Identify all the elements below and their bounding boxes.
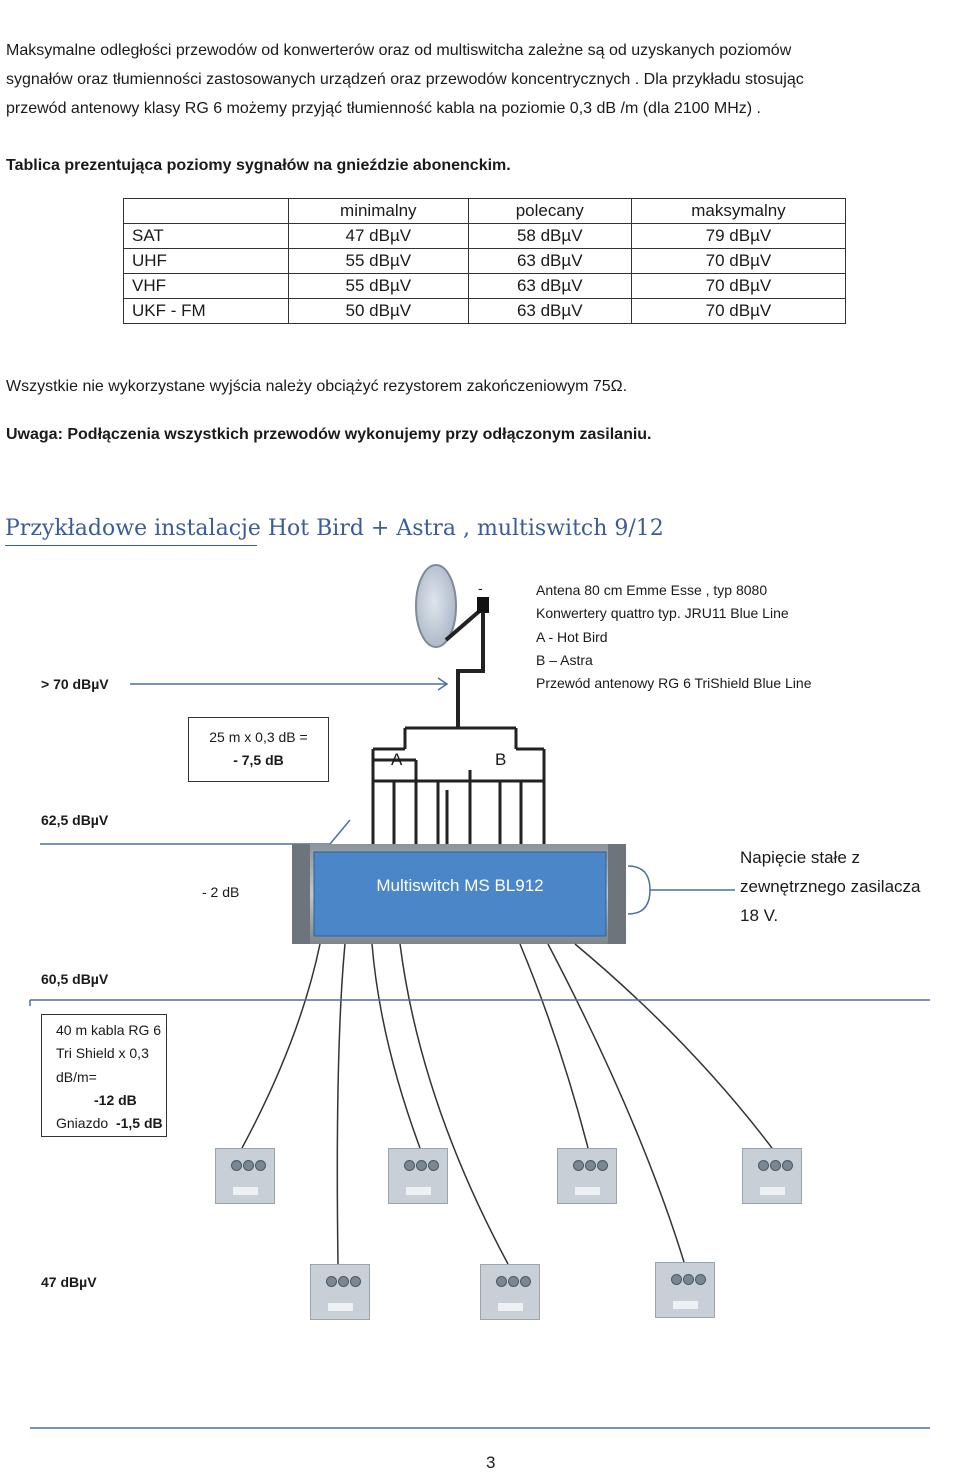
legend-item: A - Hot Bird: [536, 628, 608, 645]
table-cell: 70 dBµV: [630, 248, 847, 274]
socket-loss-line: Gniazdo -1,5 dB: [56, 1112, 166, 1135]
table-cell: 70 dBµV: [630, 298, 847, 324]
socket-loss-label: Gniazdo: [56, 1115, 109, 1132]
wall-socket-icon: [480, 1264, 540, 1320]
level-label-multiswitch-in: 62,5 dBµV: [41, 812, 109, 828]
output-cables: [241, 943, 773, 1265]
wall-socket-icon: [310, 1264, 370, 1320]
table-cell: 63 dBµV: [467, 298, 632, 324]
input-label-a: A: [391, 750, 403, 769]
table-cell: UHF: [123, 248, 289, 274]
section-heading-underline: [5, 545, 257, 546]
input-label-b: B: [495, 750, 507, 769]
level-label-multiswitch-out: 60,5 dBµV: [41, 971, 109, 987]
power-note-line: Napięcie stałe z: [740, 848, 861, 867]
table-row: UHF 55 dBµV 63 dBµV 70 dBµV: [123, 248, 847, 274]
subscriber-cable-loss: -12 dB: [94, 1091, 137, 1108]
cable-loss-line: 25 m x 0,3 dB =: [209, 729, 308, 745]
signal-level-table: minimalny polecany maksymalny SAT 47 dBµ…: [123, 198, 847, 324]
power-note-line: zewnętrznego zasilacza: [740, 877, 921, 896]
power-note-line: 18 V.: [740, 906, 779, 925]
intro-line-1: Maksymalne odległości przewodów od konwe…: [6, 42, 792, 59]
lnb-feeder-cables: [371, 726, 546, 846]
wall-socket-icon: [655, 1262, 715, 1318]
legend-item: Konwertery quattro typ. JRU11 Blue Line: [536, 605, 789, 622]
socket-loss-value: -1,5 dB: [115, 1115, 163, 1132]
section-heading: Przykładowe instalacje Hot Bird + Astra …: [5, 516, 664, 541]
table-title: Tablica prezentująca poziomy sygnałów na…: [6, 157, 511, 174]
cable-loss-box: 25 m x 0,3 dB = - 7,5 dB: [188, 717, 329, 782]
table-row: UKF - FM 50 dBµV 63 dBµV 70 dBµV: [123, 298, 847, 324]
level-label-antenna: > 70 dBµV: [41, 676, 109, 692]
table-header-cell: minimalny: [288, 198, 469, 224]
page-number: 3: [486, 1453, 496, 1472]
subscriber-cable-line: Tri Shield x 0,3: [56, 1045, 149, 1062]
wall-socket-icon: [557, 1148, 617, 1204]
table-cell: 50 dBµV: [288, 298, 469, 324]
level-label-socket: 47 dBµV: [41, 1274, 97, 1290]
legend-item: Przewód antenowy RG 6 TriShield Blue Lin…: [536, 675, 812, 692]
table-header-row: minimalny polecany maksymalny: [123, 198, 847, 224]
table-header-cell: [123, 198, 289, 224]
multiswitch-device: [292, 844, 626, 944]
wall-socket-icon: [215, 1148, 275, 1204]
wall-socket-icon: [742, 1148, 802, 1204]
diagram-legend: Antena 80 cm Emme Esse , typ 8080 Konwer…: [536, 579, 811, 695]
multiswitch-loss: - 2 dB: [202, 884, 240, 900]
intro-line-3: przewód antenowy klasy RG 6 możemy przyj…: [6, 100, 761, 117]
legend-item: B – Astra: [536, 651, 593, 668]
multiswitch-label: Multiswitch MS BL912: [376, 876, 544, 895]
table-cell: 47 dBµV: [288, 223, 469, 249]
lnb-mark: -: [478, 580, 483, 596]
subscriber-cable-line: dB/m=: [56, 1068, 97, 1085]
table-cell: UKF - FM: [123, 298, 289, 324]
note-warning: Uwaga: Podłączenia wszystkich przewodów …: [6, 426, 652, 443]
power-note: Napięcie stałe z zewnętrznego zasilacza …: [740, 843, 920, 930]
cable-loss-value: - 7,5 dB: [233, 752, 284, 768]
note-terminators: Wszystkie nie wykorzystane wyjścia należ…: [6, 378, 628, 395]
table-cell: 55 dBµV: [288, 248, 469, 274]
wall-socket-icon: [388, 1148, 448, 1204]
intro-line-2: sygnałów oraz tłumienności zastosowanych…: [6, 71, 804, 88]
subscriber-cable-line: 40 m kabla RG 6: [56, 1022, 162, 1038]
subscriber-cable-box: 40 m kabla RG 6 Tri Shield x 0,3 dB/m= -…: [41, 1014, 167, 1137]
legend-item: Antena 80 cm Emme Esse , typ 8080: [536, 582, 768, 598]
dish-antenna-icon: [415, 564, 489, 728]
